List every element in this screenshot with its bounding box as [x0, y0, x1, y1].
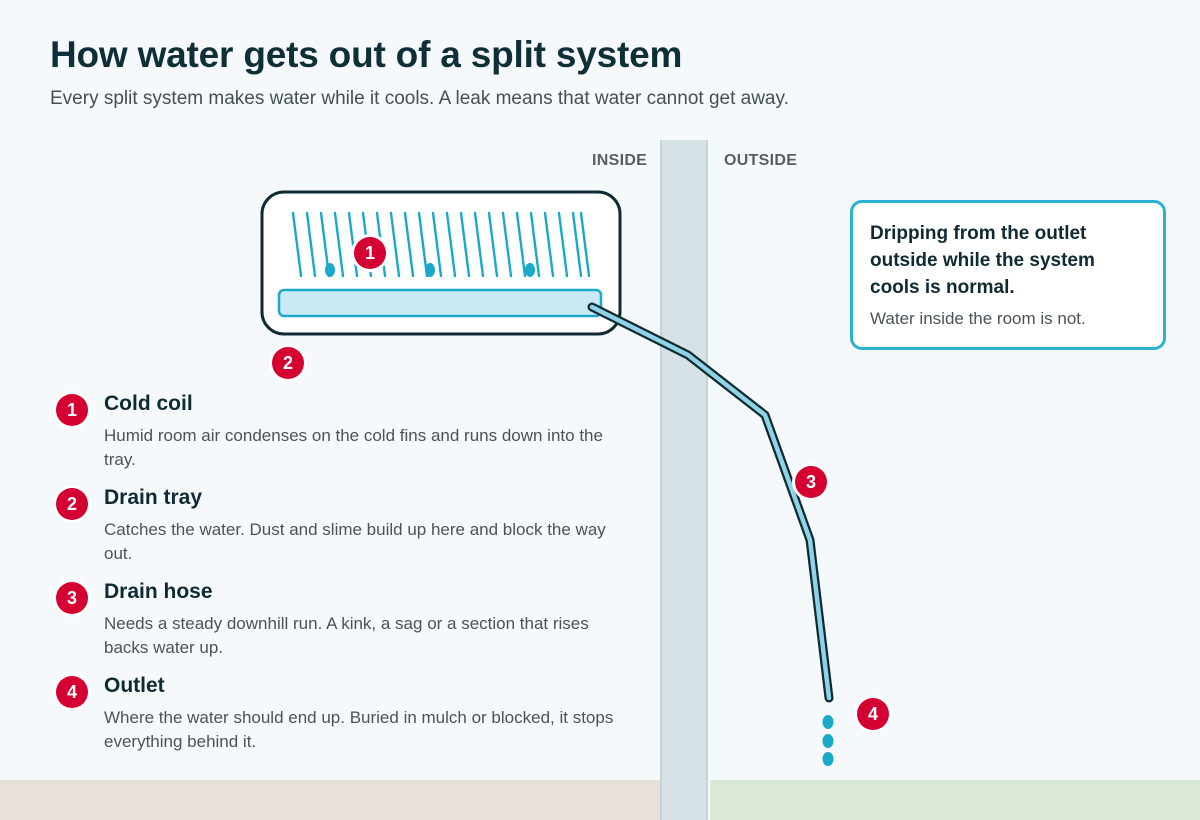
legend-title: Drain tray — [104, 486, 203, 509]
page-subtitle: Every split system makes water while it … — [50, 88, 789, 109]
legend-description: Humid room air condenses on the cold fin… — [104, 426, 603, 469]
legend-title: Drain hose — [104, 580, 213, 603]
legend-title: Outlet — [104, 674, 165, 697]
marker-drain-tray: 2 — [272, 347, 304, 379]
legend-title: Cold coil — [104, 392, 193, 415]
drain-tray — [277, 288, 603, 318]
marker-cold-coil: 1 — [354, 237, 386, 269]
outlet-drips — [822, 715, 834, 766]
legend-number: 3 — [56, 582, 88, 614]
legend-description: Needs a steady downhill run. A kink, a s… — [104, 614, 589, 657]
coil-droplets — [325, 263, 535, 277]
page-title: How water gets out of a split system — [50, 34, 683, 75]
marker-outlet: 4 — [857, 698, 889, 730]
legend-number: 1 — [56, 394, 88, 426]
wall — [660, 140, 708, 820]
callout-body: Water inside the room is not. — [870, 309, 1086, 328]
outside-label: OUTSIDE — [724, 152, 798, 169]
legend-number: 2 — [56, 488, 88, 520]
indoor-floor — [0, 780, 661, 820]
callout-headline: Dripping from the outlet outside while t… — [870, 223, 1095, 298]
legend-description: Where the water should end up. Buried in… — [104, 708, 614, 751]
coil-fins — [291, 211, 591, 278]
legend-description: Catches the water. Dust and slime build … — [104, 520, 606, 563]
inside-label: INSIDE — [592, 152, 648, 169]
legend-number: 4 — [56, 676, 88, 708]
outdoor-ground — [710, 780, 1200, 820]
marker-drain-hose: 3 — [795, 466, 827, 498]
normal-drip-callout: Dripping from the outlet outside while t… — [850, 200, 1166, 350]
drain-hose — [587, 302, 834, 703]
